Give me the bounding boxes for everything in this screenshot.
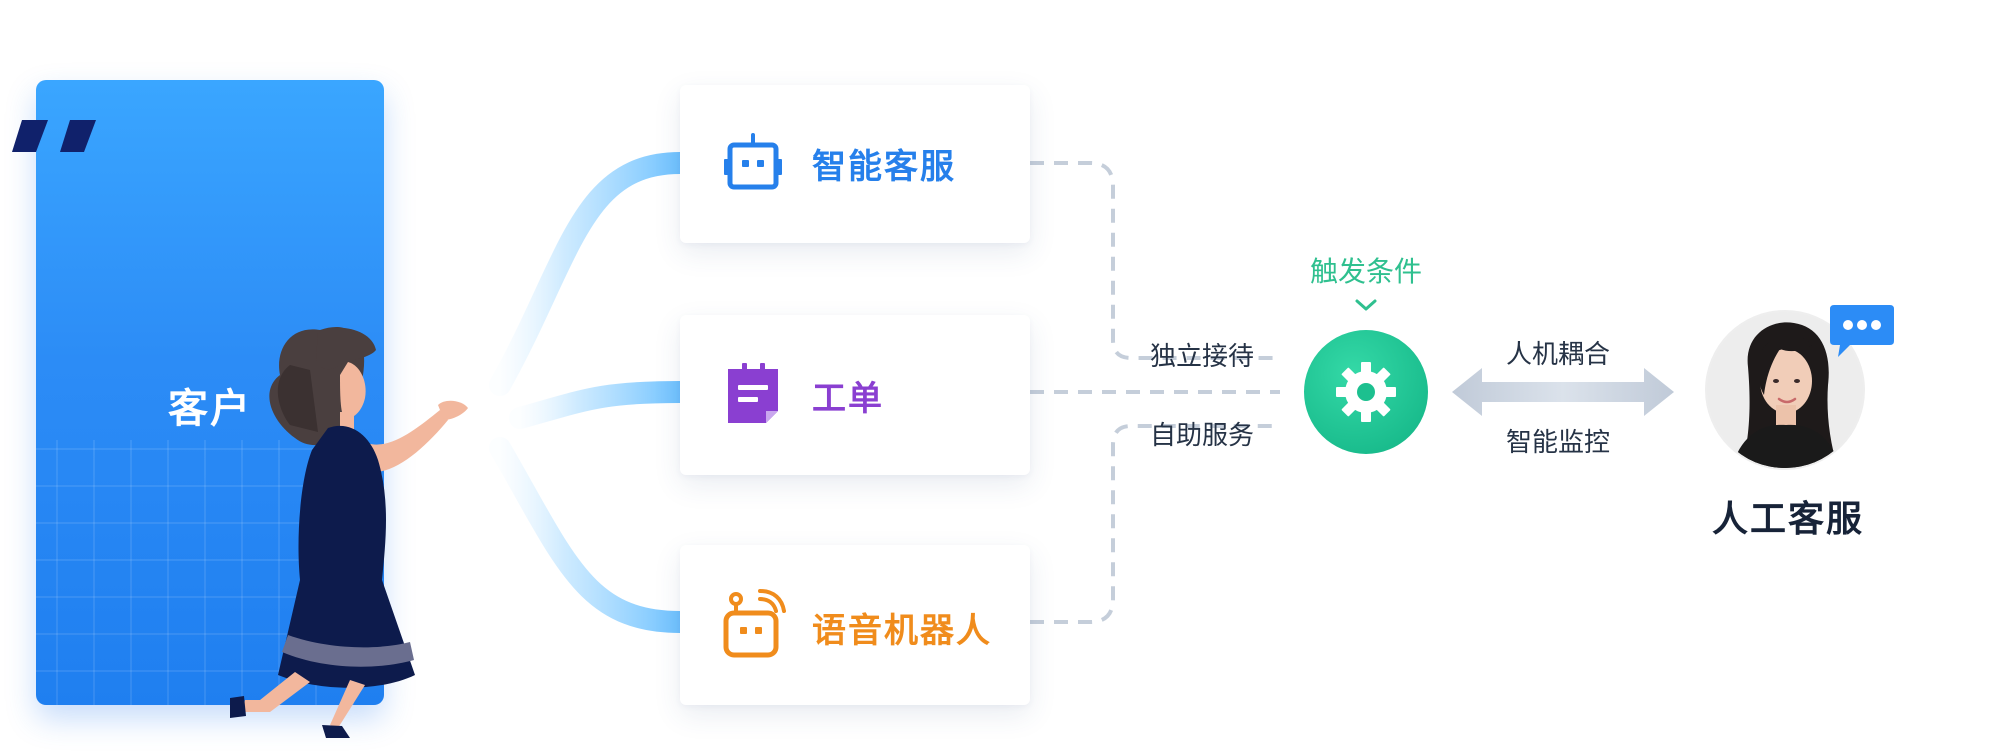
- chat-bubble-icon: [1830, 305, 1894, 357]
- channel-card-chatbot[interactable]: 智能客服: [680, 85, 1030, 243]
- customer-illustration: [230, 327, 468, 738]
- flow-to-ticket: [509, 381, 691, 429]
- flow-label-self-service: 自助服务: [1150, 421, 1255, 451]
- avatar: [1705, 310, 1865, 470]
- coupling-label-top: 人机耦合: [1506, 340, 1611, 370]
- customer-label: 客户: [168, 386, 252, 432]
- channel-label-chatbot: 智能客服: [812, 147, 956, 187]
- flow-to-chatbot: [489, 152, 691, 396]
- flow-to-voice-robot: [489, 437, 691, 633]
- ticket-icon: [728, 363, 778, 423]
- channel-label-ticket: 工单: [812, 379, 884, 419]
- agent-label: 人工客服: [1712, 499, 1865, 540]
- trigger-label: 触发条件: [1310, 255, 1423, 288]
- coupling-label-bottom: 智能监控: [1506, 428, 1611, 458]
- robot-icon: [724, 133, 782, 190]
- dashed-connector-bottom: [1030, 424, 1280, 624]
- chevron-down-icon: [1355, 299, 1377, 311]
- dashed-connector-top: [1030, 161, 1280, 360]
- channel-label-voice-robot: 语音机器人: [812, 611, 992, 651]
- channel-card-voice-robot[interactable]: 语音机器人: [680, 545, 1030, 705]
- flow-label-independent: 独立接待: [1150, 342, 1255, 372]
- channel-card-ticket[interactable]: 工单: [680, 315, 1030, 475]
- gear-icon: [1336, 362, 1396, 422]
- voice-robot-icon: [723, 589, 786, 658]
- quote-mark-icon: [12, 120, 96, 152]
- double-arrow: [1452, 368, 1674, 416]
